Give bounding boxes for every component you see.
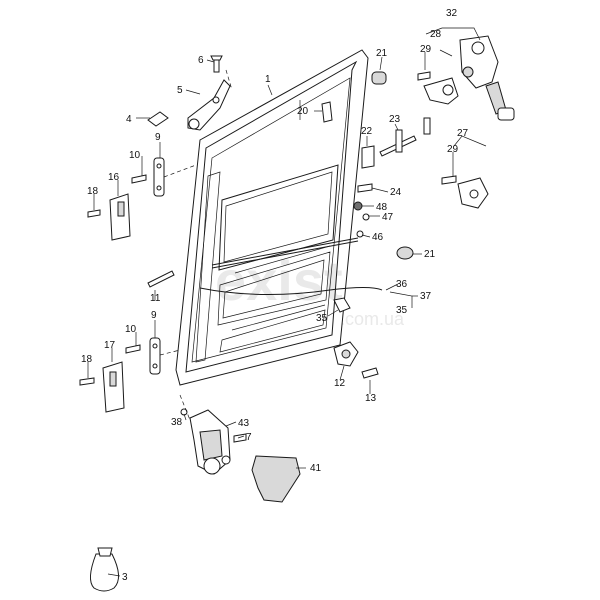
label-part-43: 43 [238,418,250,429]
part-48-nut [353,201,363,211]
right-catch-assembly [441,175,489,209]
part-3-grease-bag [90,553,119,592]
watermark: exist .com.ua [215,249,405,329]
part-21-plug-upper [371,71,387,85]
label-part-3: 3 [122,572,128,583]
label-part-13: 13 [365,393,377,404]
label-part-46: 46 [372,232,384,243]
lower-hinge-group [79,337,161,413]
label-part-32: 32 [446,8,458,19]
part-22-block [361,145,375,169]
label-part-20: 20 [297,106,309,117]
part-11-strip [147,270,175,288]
label-part-35-right: 35 [396,305,408,316]
label-part-29-upper: 29 [420,44,432,55]
label-part-4: 4 [126,114,132,125]
label-part-10-upper: 10 [129,150,141,161]
label-part-1: 1 [265,74,271,85]
label-part-38: 38 [171,417,183,428]
part-21-plug-lower [396,246,414,260]
label-part-27: 27 [457,128,469,139]
upper-lock-assembly [417,35,515,121]
part-35-clip [333,297,351,313]
label-part-6: 6 [198,55,204,66]
label-part-10-lower: 10 [125,324,137,335]
label-part-22: 22 [361,126,373,137]
label-part-7: 7 [246,432,252,443]
part-20-pad [321,101,333,123]
label-part-41: 41 [310,463,322,474]
label-part-9-upper: 9 [155,132,161,143]
upper-hinge-group [87,157,165,241]
part-46-end [356,230,364,238]
label-part-12: 12 [334,378,346,389]
label-part-16: 16 [108,172,120,183]
part-labels: 1 3 4 5 6 7 9 9 10 10 11 12 13 16 17 18 … [81,8,469,583]
leader-lines [87,27,487,577]
label-part-29-lower: 29 [447,144,459,155]
label-part-24: 24 [390,187,402,198]
part-12-guide [333,341,379,379]
label-part-21-lower: 21 [424,249,436,260]
label-part-47: 47 [382,212,394,223]
label-part-9-lower: 9 [151,310,157,321]
watermark-domain: .com.ua [340,309,405,329]
part-23-rod [379,117,431,157]
label-part-17: 17 [104,340,116,351]
part-41-cover [251,455,301,503]
watermark-brand: exist [215,249,343,312]
label-part-28: 28 [430,29,442,40]
sliding-door-frame [175,49,383,386]
label-part-37: 37 [420,291,432,302]
part-47-clip [362,213,370,221]
label-part-18-lower: 18 [81,354,93,365]
label-part-23: 23 [389,114,401,125]
label-part-5: 5 [177,85,183,96]
label-part-48: 48 [376,202,388,213]
lower-lock-mechanism [180,408,247,475]
label-part-18-upper: 18 [87,186,99,197]
part-4-plate [147,111,169,127]
part-24-screw [357,183,373,193]
upper-roller-bracket [187,55,231,131]
label-part-11: 11 [150,293,161,304]
label-part-35-left: 35 [316,313,328,324]
label-part-36: 36 [396,279,408,290]
label-part-21-upper: 21 [376,48,388,59]
